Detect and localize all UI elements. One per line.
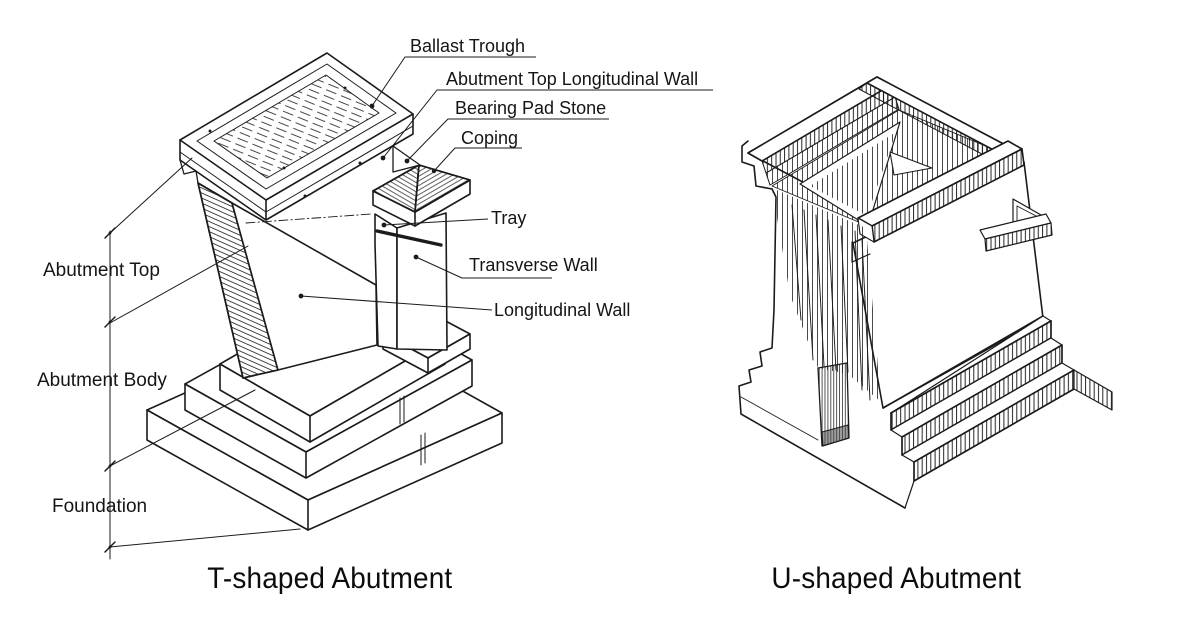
t-ballast-trough <box>179 52 414 221</box>
u-abutment-caption-text: U-shaped Abutment <box>771 562 1021 595</box>
label-abutment-top: Abutment Top <box>43 260 160 281</box>
u-abutment-caption: U-shaped Abutment <box>716 562 1076 596</box>
t-abutment-caption-text: T-shaped Abutment <box>207 562 453 595</box>
rivet-dots <box>208 86 362 198</box>
label-abutment-top-longitudinal-wall: Abutment Top Longitudinal Wall <box>446 69 699 89</box>
label-coping: Coping <box>461 128 519 148</box>
t-pedestal-column <box>372 145 471 351</box>
u-foundation-steps <box>882 315 1113 482</box>
label-tray: Tray <box>491 208 527 228</box>
t-leader-lines <box>298 56 713 311</box>
u-wing-curtain <box>772 188 881 447</box>
u-abutment-drawing <box>738 76 1113 509</box>
t-abutment-caption: T-shaped Abutment <box>150 562 510 596</box>
label-foundation: Foundation <box>52 496 148 517</box>
label-abutment-body: Abutment Body <box>37 370 167 391</box>
t-dimension-lines <box>104 157 372 560</box>
label-longitudinal-wall: Longitudinal Wall <box>494 300 631 320</box>
t-abutment-drawing <box>146 52 503 531</box>
u-front-cap-bar <box>857 140 1025 243</box>
u-bearing-bracket <box>979 198 1053 252</box>
label-ballast-trough: Ballast Trough <box>410 36 526 56</box>
label-bearing-pad-stone: Bearing Pad Stone <box>455 98 607 118</box>
label-transverse-wall: Transverse Wall <box>469 255 598 275</box>
u-left-profile <box>738 140 915 509</box>
